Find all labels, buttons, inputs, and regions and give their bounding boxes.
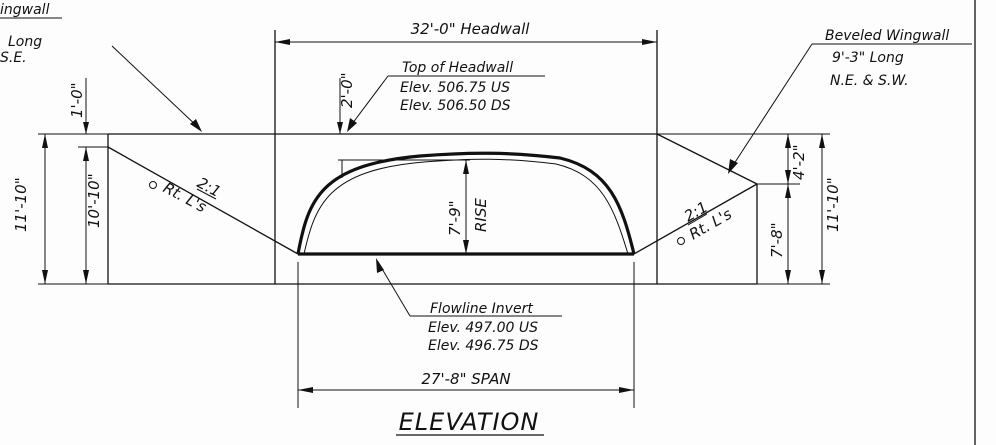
left-slope-line [107,146,299,255]
right-vertical-dimensions [657,133,830,285]
dim-7-8: 7'-8" [768,222,786,258]
dim-4-2: 4'-2" [790,144,808,180]
top-headwall-title: Top of Headwall [402,60,513,76]
headwall-width-label: 32'-0" Headwall [411,20,531,38]
dim-10-10: 10'-10" [85,173,103,228]
view-title: ELEVATION [399,408,540,436]
arch-inner [303,158,629,255]
flowline-elev-ds: Elev. 496.75 DS [428,338,539,354]
rise-label: RISE [472,198,490,232]
rt-ls-right-symbol [677,237,685,245]
headwall-dimension [275,39,657,45]
span-label: 27'-8" SPAN [421,370,510,388]
arch-outer [296,151,636,255]
right-slope-line [633,183,758,255]
right-wingwall-direction: N.E. & S.W. [830,73,909,89]
dim-11-10-right: 11'-10" [824,177,842,232]
dim-11-10-left: 11'-10" [12,177,30,232]
dim-1-0: 1'-0" [68,82,86,118]
top-elev-ds: Elev. 506.50 DS [400,98,511,114]
dim-2-0: 2'-0" [338,72,356,108]
flowline-leader [377,261,411,317]
right-wingwall-title: Beveled Wingwall [825,28,949,44]
left-wingwall-leader [111,45,201,130]
left-wingwall-title: ingwall [0,2,50,18]
structure-outline [107,30,758,285]
rise-dimension-value: 7'-9" [446,200,464,236]
span-dimension [297,262,635,408]
right-wingwall-length: 9'-3" Long [832,50,904,66]
top-elev-us: Elev. 506.75 US [400,80,510,96]
rise-dimension [338,159,470,254]
top-headwall-leader [348,75,389,129]
right-wingwall-bevel [656,133,758,185]
left-wingwall-direction: S.E. [0,50,27,66]
rt-ls-left-symbol [149,181,157,189]
flowline-elev-us: Elev. 497.00 US [428,320,538,336]
right-wingwall-leader [729,43,813,171]
flowline-title: Flowline Invert [430,301,533,317]
left-wingwall-length: Long [8,34,42,50]
left-vertical-dimensions [38,78,108,285]
